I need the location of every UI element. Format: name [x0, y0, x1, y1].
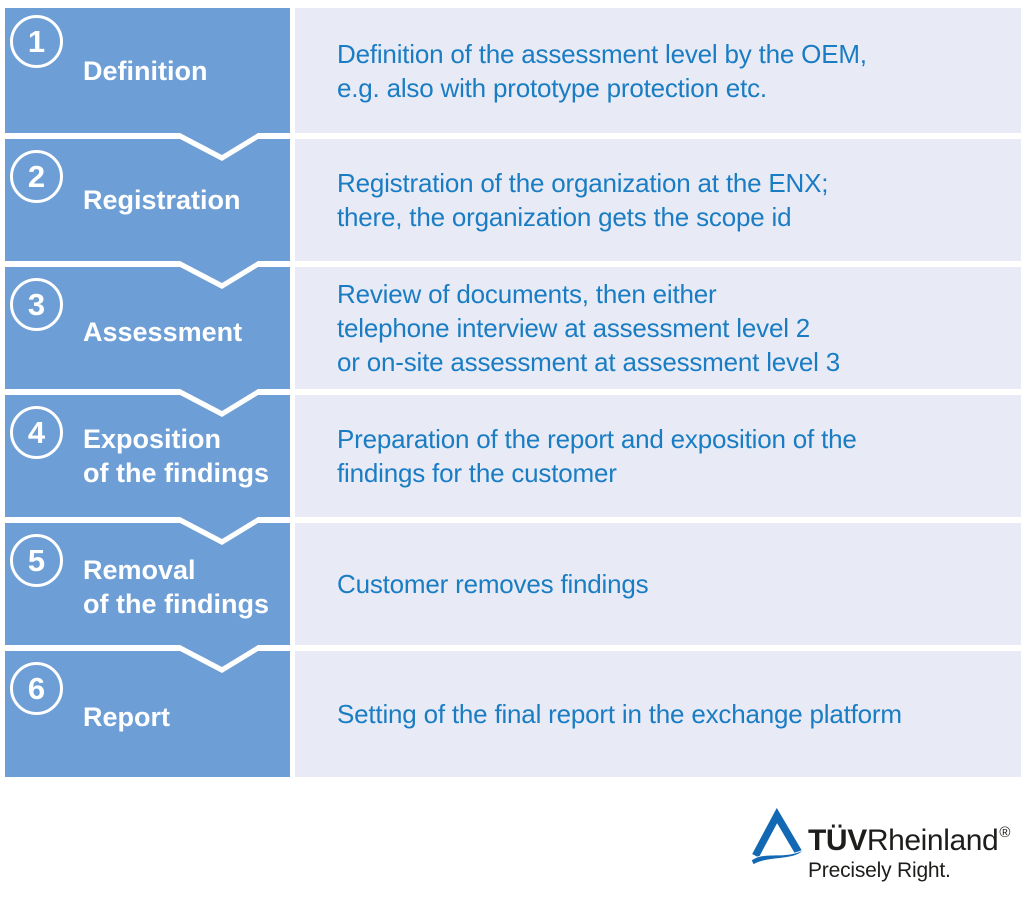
step-3-number-badge: 3 [10, 278, 63, 331]
step-2-number-badge: 2 [10, 150, 63, 203]
step-6-title: Report [83, 651, 288, 777]
step-4-number-badge: 4 [10, 406, 63, 459]
description-line: Registration of the organization at the … [337, 168, 829, 198]
description-line: Definition of the assessment level by th… [337, 38, 867, 69]
step-3-description-panel: Review of documents, then either telepho… [295, 267, 1021, 389]
step-title-line: of the findings [83, 589, 269, 619]
brand-tuv: TÜV [808, 824, 867, 857]
step-1-title: Definition [83, 8, 288, 133]
step-5-description-panel: Customer removes findings [295, 523, 1021, 645]
step-1-number-badge: 1 [10, 15, 63, 68]
step-title-line: Exposition [83, 424, 222, 454]
description-line: Setting of the final report in the excha… [337, 699, 902, 729]
step-title-line: Removal [83, 555, 196, 585]
step-4-description-panel: Preparation of the report and exposition… [295, 395, 1021, 517]
brand-wordmark: TÜVRheinland® [808, 818, 1010, 858]
step-title-line: Definition [83, 55, 208, 86]
step-4-title: Exposition of the findings [83, 395, 288, 517]
brand-rheinland: Rheinland [866, 824, 999, 857]
tuv-rheinland-logo: TÜVRheinland® Precisely Right. [748, 806, 1024, 886]
brand-tagline: Precisely Right. [808, 859, 951, 882]
logo-text: TÜVRheinland® Precisely Right. [808, 806, 1010, 883]
description-line: Review of documents, then either [337, 279, 717, 309]
step-1-chevron [5, 8, 290, 155]
step-6-chevron [5, 651, 290, 777]
step-number: 5 [27, 543, 46, 578]
step-number: 6 [27, 671, 46, 706]
tuv-triangle-icon [751, 808, 803, 865]
step-title-line: Registration [83, 185, 241, 215]
step-4-chevron [5, 395, 290, 539]
step-number: 1 [27, 24, 46, 59]
description-line: there, the organization gets the scope i… [337, 202, 792, 232]
description-line: telephone interview at assessment level … [337, 313, 811, 343]
step-6-number-badge: 6 [10, 662, 63, 715]
step-2-chevron [5, 139, 290, 283]
step-5-title: Removal of the findings [83, 523, 288, 645]
step-number: 3 [27, 287, 46, 322]
description-line: findings for the customer [337, 458, 617, 488]
step-2-title: Registration [83, 139, 288, 261]
chevron-column [5, 8, 290, 777]
step-3-title: Assessment [83, 267, 288, 389]
step-1-description-panel: Definition of the assessment level by th… [295, 8, 1021, 133]
step-6-description-panel: Setting of the final report in the excha… [295, 651, 1021, 777]
step-title-line: Assessment [83, 317, 243, 347]
description-line: or on-site assessment at assessment leve… [337, 347, 840, 377]
step-3-chevron [5, 267, 290, 411]
description-line: Preparation of the report and exposition… [337, 424, 857, 454]
step-5-chevron [5, 523, 290, 667]
description-line: Customer removes findings [337, 569, 649, 599]
step-2-description-panel: Registration of the organization at the … [295, 139, 1021, 261]
registered-mark: ® [999, 824, 1010, 841]
step-5-number-badge: 5 [10, 534, 63, 587]
step-number: 4 [27, 415, 46, 450]
step-title-line: of the findings [83, 458, 269, 488]
step-number: 2 [27, 159, 46, 194]
description-line: e.g. also with prototype protection etc. [337, 72, 767, 103]
step-title-line: Report [83, 702, 170, 732]
